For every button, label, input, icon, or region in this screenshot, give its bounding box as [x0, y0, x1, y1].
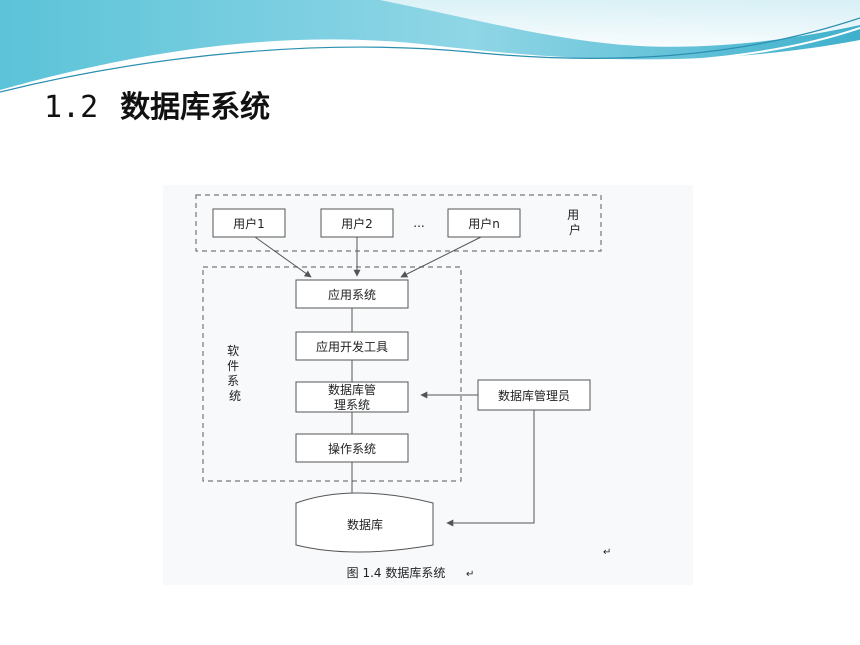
figure-panel: 用户1 用户2 ... 用户n 用 户 软 件 系 统: [163, 185, 693, 585]
wave-line-2: [0, 27, 860, 99]
arrow-dba-to-database: [446, 410, 535, 527]
dbms-box: [295, 381, 409, 413]
wave-band-light: [380, 0, 860, 47]
software-label-char-2: 件: [227, 359, 239, 373]
user-2-label: 用户2: [341, 216, 373, 231]
database-cylinder: [295, 492, 434, 553]
users-group-label-char-1: 用: [567, 208, 579, 222]
header-wave-decoration: [0, 0, 860, 99]
dbms-label-line-1: 数据库管: [328, 382, 376, 397]
slide-title: 1.2 数据库系统: [44, 82, 270, 126]
users-ellipsis: ...: [413, 216, 424, 230]
database-label: 数据库: [347, 517, 383, 532]
software-group-box: [202, 266, 462, 482]
wave-line-1: [0, 17, 860, 93]
software-label-char-1: 软: [227, 344, 239, 358]
user-1-box: [212, 208, 286, 238]
database-system-diagram: 用户1 用户2 ... 用户n 用 户 软 件 系 统: [195, 194, 611, 580]
software-label-char-3: 系: [227, 374, 239, 388]
arrow-user1-to-app: [254, 236, 312, 278]
os-box: [295, 433, 409, 463]
paragraph-return-mark: ↵: [603, 547, 611, 558]
software-label-char-4: 统: [229, 389, 241, 403]
dev-tools-label: 应用开发工具: [316, 339, 388, 354]
figure-caption: 图 1.4 数据库系统: [347, 565, 446, 580]
section-title: 数据库系统: [120, 90, 271, 125]
dev-tools-box: [295, 331, 409, 361]
user-1-label: 用户1: [233, 216, 265, 231]
software-group-label: 软 件 系 统: [227, 344, 243, 403]
app-system-label: 应用系统: [328, 287, 376, 302]
users-group-box: [195, 194, 602, 252]
users-group-label-char-2: 户: [569, 222, 581, 237]
dba-label: 数据库管理员: [498, 388, 570, 403]
user-n-label: 用户n: [468, 216, 500, 231]
arrow-usern-to-app: [400, 236, 482, 278]
user-n-box: [447, 208, 521, 238]
caption-return-mark: ↵: [466, 569, 474, 580]
users-group-label: 用 户: [567, 208, 583, 237]
dbms-label-line-2: 理系统: [334, 398, 370, 412]
section-number: 1.2: [44, 90, 99, 125]
os-label: 操作系统: [328, 441, 376, 456]
